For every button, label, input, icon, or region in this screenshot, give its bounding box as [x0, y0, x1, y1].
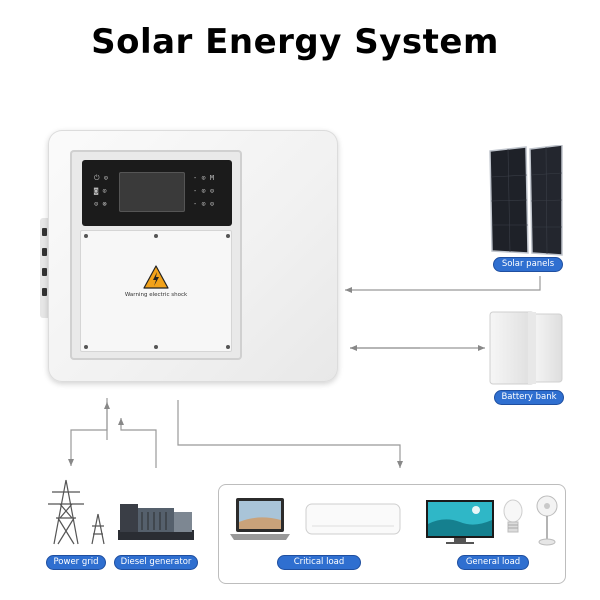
arrow-inverter-to-loads	[177, 400, 403, 468]
solar-panels-icon	[489, 145, 563, 256]
screw	[226, 234, 230, 238]
panel-button-group-right: - ⊙ M - ⊙ ⊙ - ⊙ ⊙	[193, 175, 214, 208]
screw	[154, 345, 158, 349]
terminal-cover	[80, 230, 232, 352]
panel-button: ◙ ⊙	[94, 187, 107, 195]
label-general-load: General load	[458, 556, 528, 569]
arrow-generator-to-inverter	[118, 418, 157, 468]
label-battery-bank: Battery bank	[495, 391, 563, 404]
screw	[154, 234, 158, 238]
label-solar-panels: Solar panels	[494, 258, 562, 271]
arrow-solar-to-inverter	[345, 276, 541, 293]
panel-button-group-left: ⏻ ⊙ ◙ ⊙ ⊙ ⊗	[94, 175, 108, 208]
panel-button: ⏻ ⊙	[94, 174, 108, 182]
panel-button: - ⊙ ⊙	[193, 187, 215, 195]
laptop-icon	[230, 498, 290, 540]
panel-button: - ⊙ M	[193, 174, 215, 182]
label-diesel-generator: Diesel generator	[115, 556, 197, 569]
battery-bank-icon	[489, 311, 563, 385]
vent-slot	[42, 228, 47, 236]
panel-button: ⊙ ⊗	[94, 200, 107, 208]
screw	[226, 345, 230, 349]
lcd-screen	[119, 172, 185, 212]
diagram-title: Solar Energy System	[91, 22, 499, 62]
vent-slot	[42, 248, 47, 256]
television-icon	[426, 500, 494, 544]
light-bulb-icon	[503, 499, 523, 533]
arrow-inverter-to-grid	[68, 398, 108, 466]
screw	[84, 234, 88, 238]
label-power-grid: Power grid	[47, 556, 105, 569]
screw	[84, 345, 88, 349]
warning-icon	[143, 265, 169, 289]
fan-icon	[536, 495, 558, 546]
panel-button: - ⊙ ⊙	[193, 200, 215, 208]
warning-label: Warning electric shock	[124, 292, 188, 298]
air-conditioner-icon	[305, 503, 401, 535]
diesel-generator-icon	[118, 504, 194, 540]
vent-slot	[42, 268, 47, 276]
power-grid-icon	[48, 479, 105, 545]
vent-slot	[42, 288, 47, 296]
label-critical-load: Critical load	[278, 556, 360, 569]
